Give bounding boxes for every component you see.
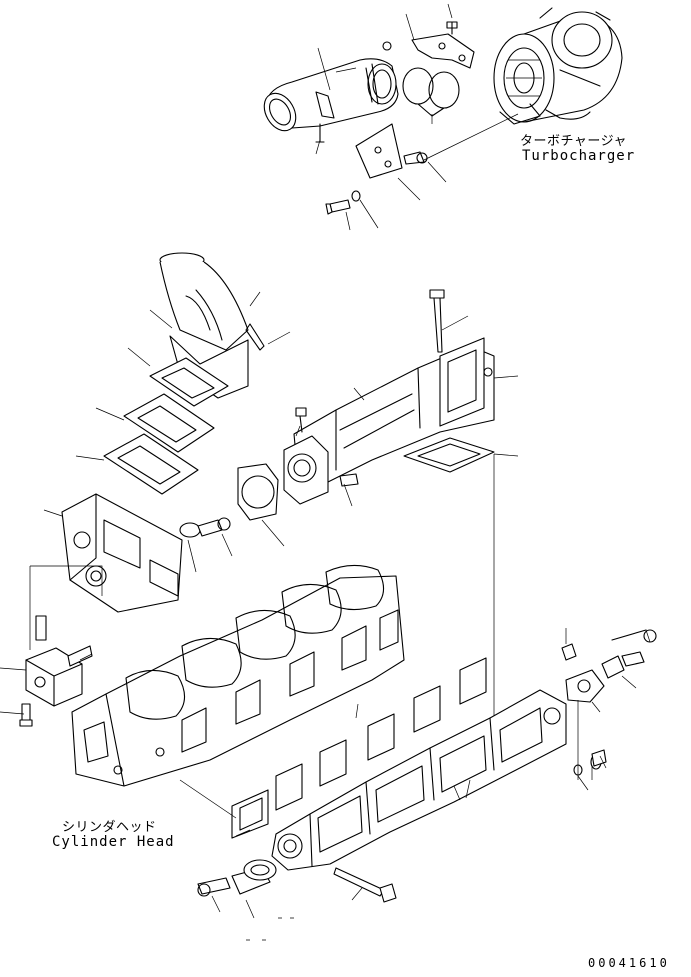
cylinder-head-label-en: Cylinder Head (52, 834, 175, 850)
exhaust-elbow (159, 252, 265, 399)
lower-exhaust-manifold (271, 689, 567, 871)
turbocharger-label-jp: ターボチャージャ (520, 134, 627, 149)
leader-lines-lower (211, 628, 651, 941)
exhaust-manifold-pipe (283, 337, 495, 505)
pipe-support-bracket (315, 91, 403, 179)
port-gaskets (231, 657, 487, 839)
gasket-stack-left (103, 357, 229, 495)
gasket-rings (402, 67, 460, 117)
lower-bolts-and-plate (197, 859, 397, 903)
leader-lines-top (315, 3, 519, 231)
flange-gasket-round (237, 463, 279, 521)
flange-gasket-right (403, 437, 495, 473)
manifold-front-housing (61, 493, 183, 613)
cylinder-head-block (71, 564, 405, 787)
leader-lines-left (43, 291, 291, 573)
bolts-top (325, 151, 428, 215)
figure-code: 00041610 (588, 956, 670, 970)
clamp-and-bolt (179, 517, 231, 538)
intake-elbow-pipe (263, 41, 399, 132)
long-bolt-top (295, 289, 493, 487)
turbocharger-label-en: Turbocharger (522, 148, 636, 164)
turbocharger-assembly (493, 7, 623, 125)
manifold-end-fittings (561, 629, 657, 776)
turbo-bracket (411, 21, 475, 69)
leader-lines-right (295, 315, 519, 716)
thermostat-housing-left (19, 615, 93, 727)
leader-lines-head (0, 565, 237, 819)
cylinder-head-label-jp: シリンダヘッド (62, 820, 157, 835)
